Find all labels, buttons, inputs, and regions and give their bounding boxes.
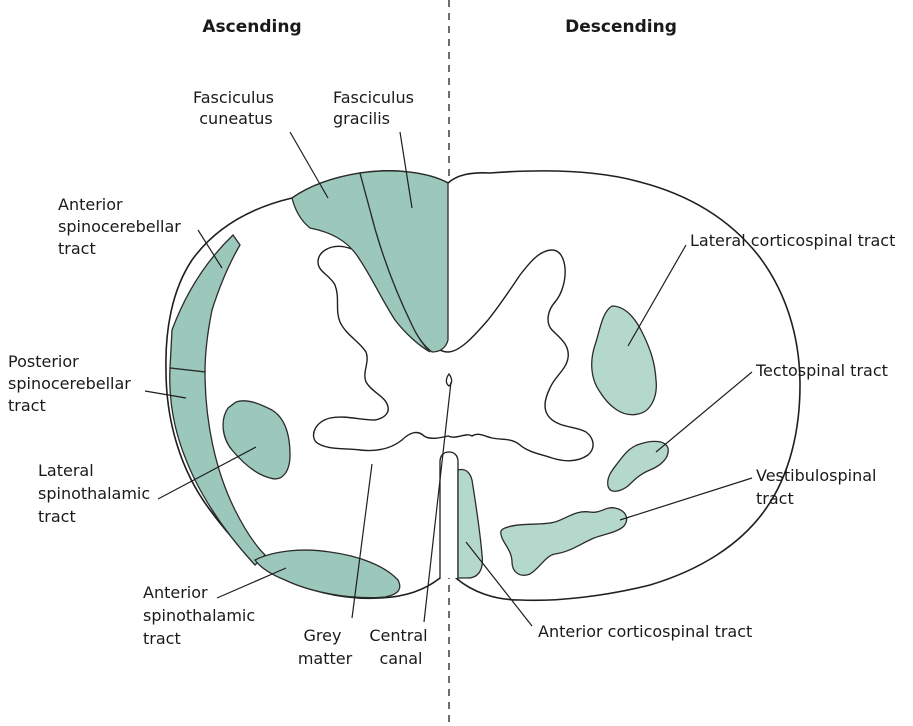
heading-descending: Descending [565, 17, 677, 37]
label-lateral-corticospinal: Lateral corticospinal tract [690, 231, 895, 250]
label-central-canal: Central canal [369, 626, 432, 668]
anterior-median-fissure [440, 452, 458, 578]
leader-anterior-spinothalamic [217, 568, 286, 598]
label-posterior-spinocerebellar: Posterior spinocerebellar tract [8, 352, 136, 415]
label-fasciculus-cuneatus: Fasciculus cuneatus [193, 88, 279, 128]
label-anterior-spinothalamic: Anterior spinothalamic tract [143, 583, 260, 648]
heading-ascending: Ascending [202, 17, 301, 37]
label-anterior-spinocerebellar: Anterior spinocerebellar tract [58, 195, 186, 258]
label-lateral-spinothalamic: Lateral spinothalamic tract [38, 461, 155, 526]
label-grey-matter: Grey matter [298, 626, 353, 668]
label-tectospinal: Tectospinal tract [755, 361, 888, 380]
label-fasciculus-gracilis: Fasciculus gracilis [333, 88, 419, 128]
label-anterior-corticospinal: Anterior corticospinal tract [538, 622, 752, 641]
